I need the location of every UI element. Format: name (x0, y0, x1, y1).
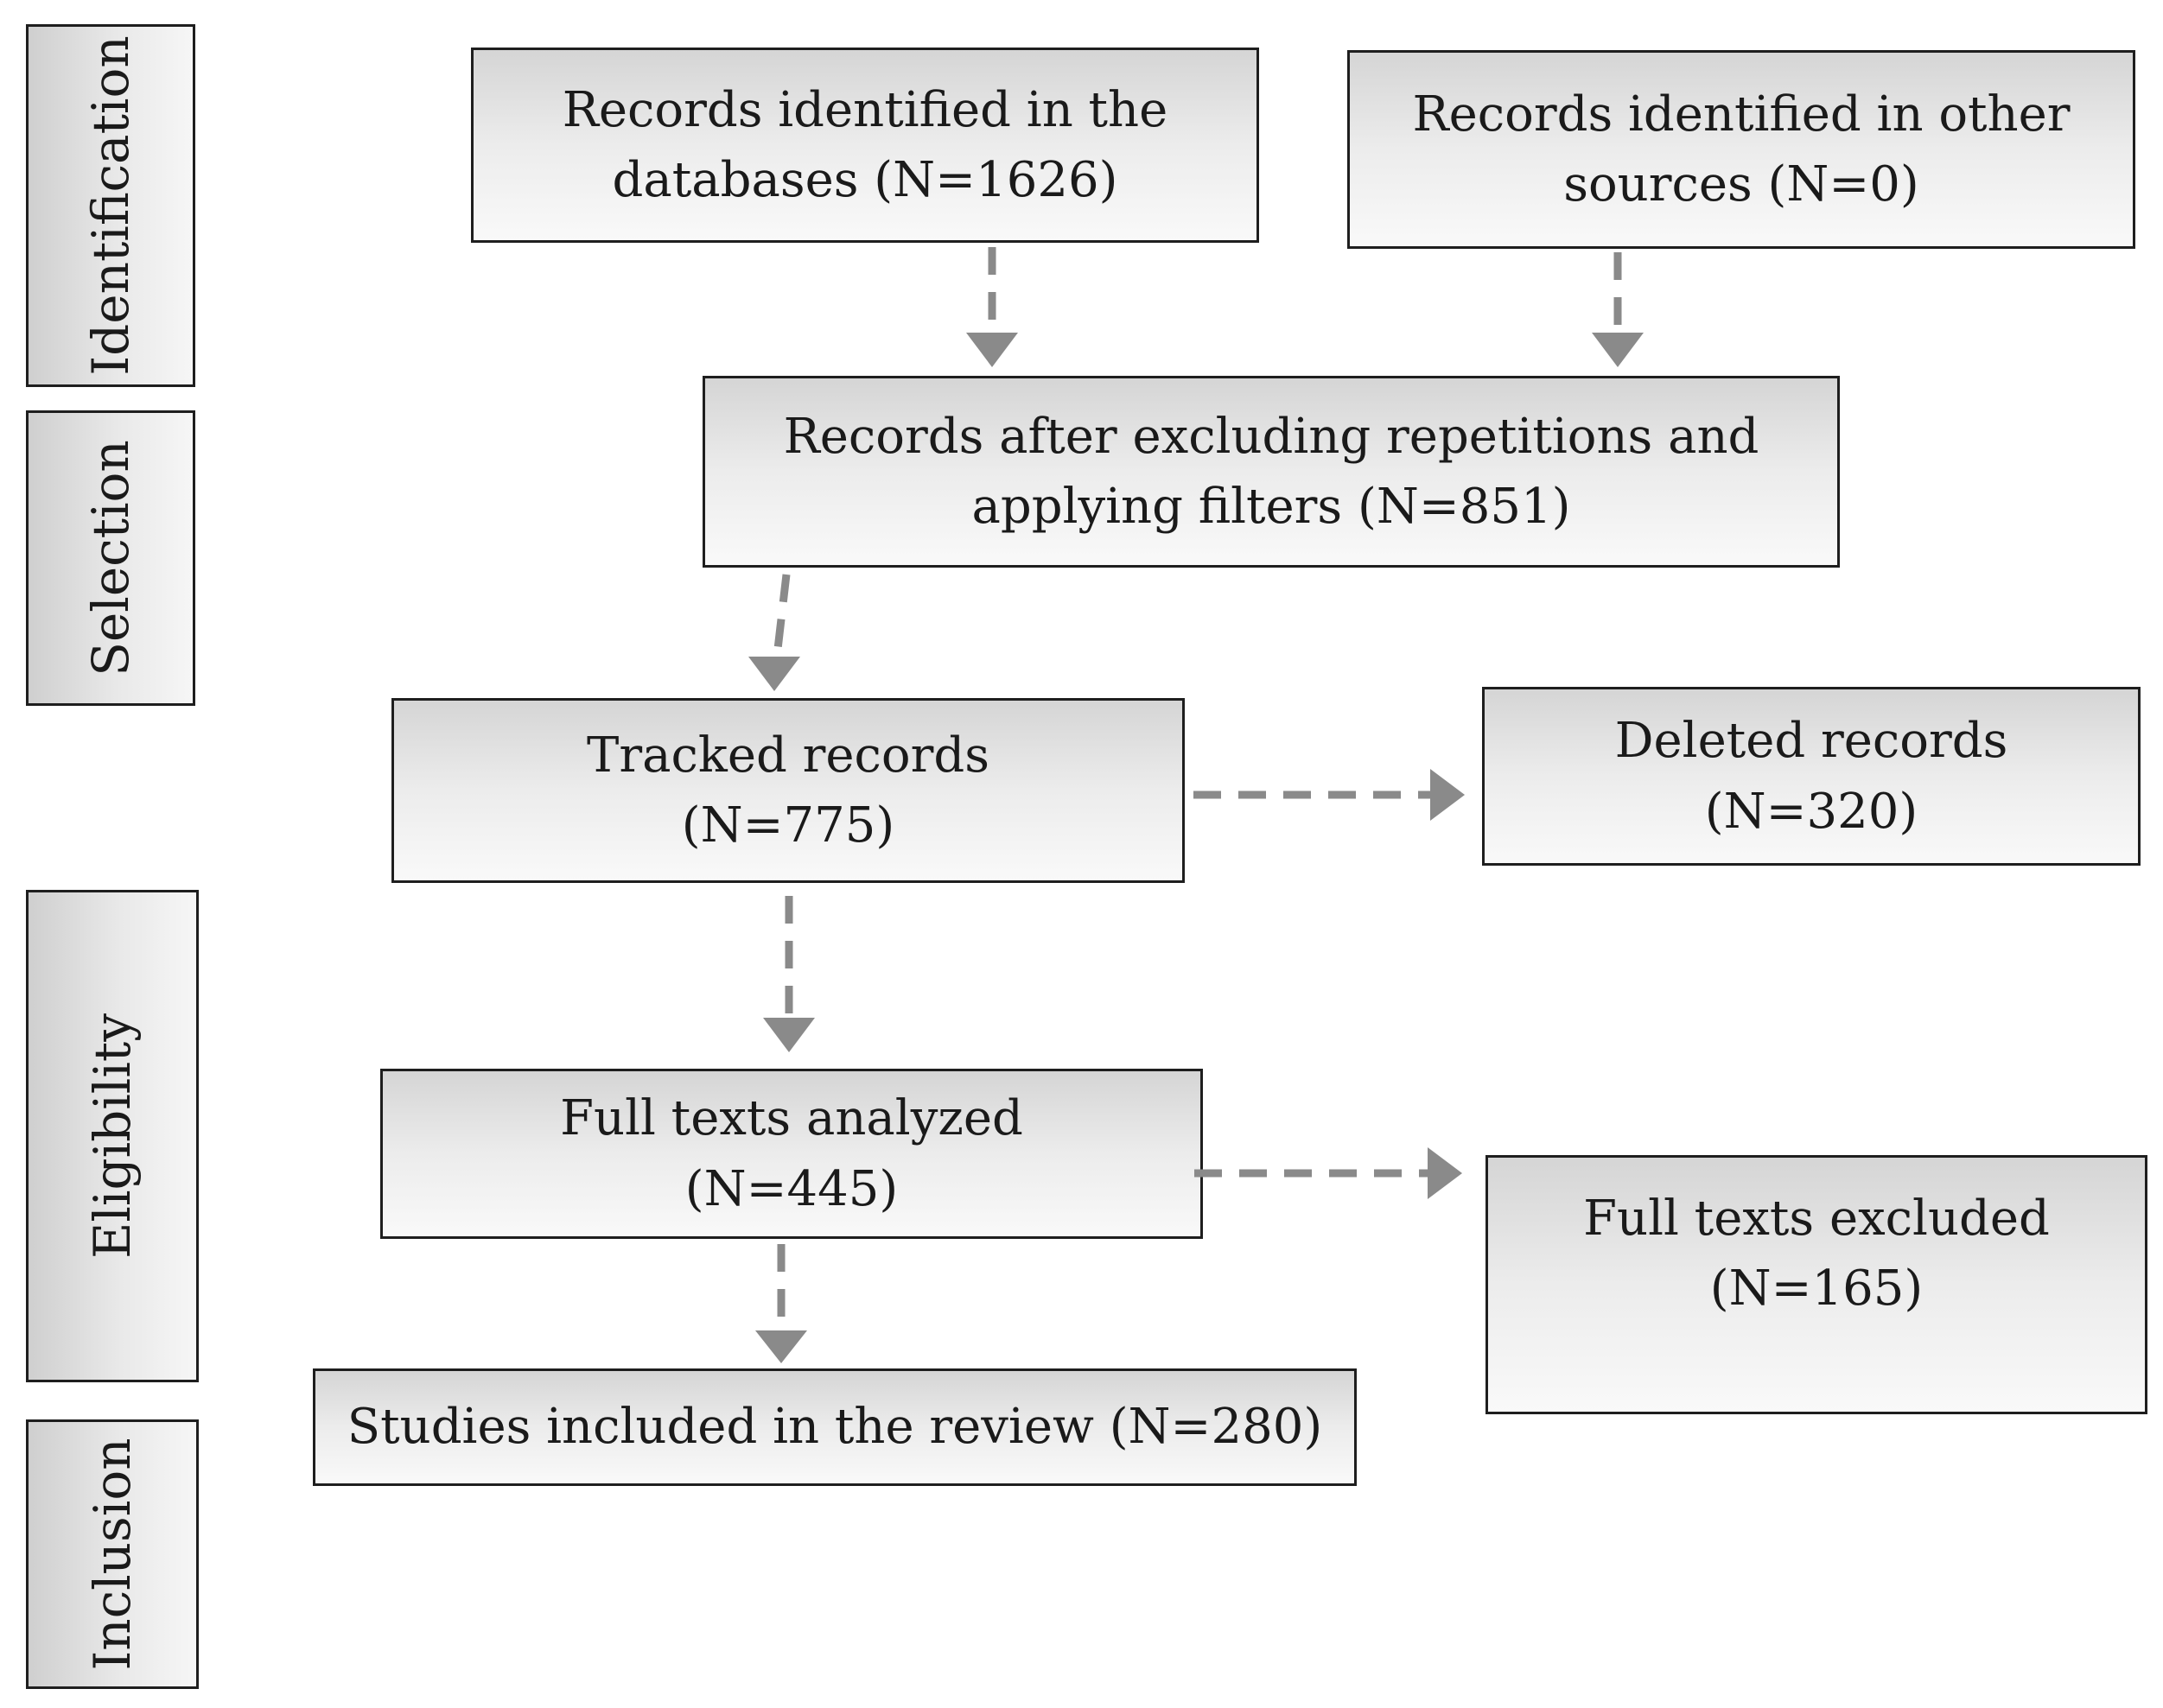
box-studies-included: Studies included in the review (N=280) (313, 1368, 1357, 1486)
stage-selection: Selection (26, 410, 195, 706)
box-deleted-records-text: Deleted records (N=320) (1614, 713, 2008, 840)
stage-eligibility: Eligibility (26, 890, 199, 1382)
arrowhead-tracked-to-deleted (1430, 769, 1465, 821)
arrowhead-fulltexts-to-included (755, 1330, 807, 1363)
box-studies-included-text: Studies included in the review (N=280) (347, 1399, 1323, 1456)
stage-identification: Identification (26, 24, 195, 387)
box-full-texts-analyzed: Full texts analyzed (N=445) (380, 1069, 1203, 1239)
box-records-other-sources: Records identified in other sources (N=0… (1347, 50, 2135, 249)
stage-inclusion: Inclusion (26, 1419, 199, 1689)
arrowhead-other-to-filters (1592, 333, 1644, 367)
box-deleted-records: Deleted records (N=320) (1482, 687, 2141, 866)
arrowhead-fulltexts-to-excluded (1428, 1147, 1462, 1199)
box-full-texts-analyzed-text: Full texts analyzed (N=445) (560, 1090, 1023, 1217)
box-records-databases-text: Records identified in the databases (N=1… (562, 81, 1168, 208)
box-records-databases: Records identified in the databases (N=1… (471, 48, 1259, 243)
box-tracked-records-text: Tracked records (N=775) (587, 727, 989, 854)
box-records-after-filters-text: Records after excluding repetitions and … (783, 408, 1759, 535)
box-tracked-records: Tracked records (N=775) (391, 698, 1185, 883)
arrow-filters-to-tracked (773, 574, 791, 657)
arrowhead-databases-to-filters (966, 333, 1018, 367)
box-records-after-filters: Records after excluding repetitions and … (703, 376, 1840, 568)
arrowhead-tracked-to-fulltexts (763, 1018, 815, 1052)
box-records-other-sources-text: Records identified in other sources (N=0… (1412, 86, 2071, 213)
arrowhead-filters-to-tracked (748, 657, 800, 691)
box-full-texts-excluded: Full texts excluded (N=165) (1485, 1155, 2147, 1414)
box-full-texts-excluded-text: Full texts excluded (N=165) (1583, 1191, 2050, 1318)
